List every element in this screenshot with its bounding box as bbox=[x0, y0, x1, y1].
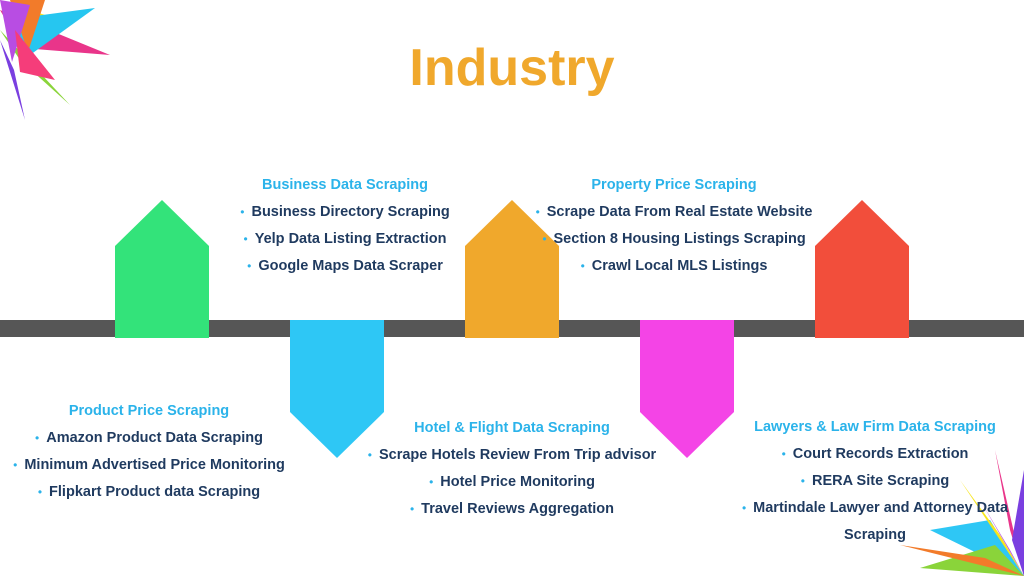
bullet-icon: • bbox=[247, 259, 252, 273]
list-item: •Scrape Data From Real Estate Website bbox=[535, 204, 813, 220]
bullet-icon: • bbox=[741, 501, 747, 515]
list-item: •Crawl Local MLS Listings bbox=[580, 258, 768, 274]
orange-arrow-shape bbox=[465, 200, 559, 338]
list-item-continuation: Scraping bbox=[843, 527, 907, 543]
product-price-section: Product Price Scraping •Amazon Product D… bbox=[0, 398, 298, 506]
bullet-icon: • bbox=[409, 502, 415, 516]
list-item: •Minimum Advertised Price Monitoring bbox=[13, 457, 285, 473]
section-heading: Lawyers & Law Firm Data Scraping bbox=[754, 419, 996, 435]
list-item: •Court Records Extraction bbox=[781, 446, 969, 462]
bullet-icon: • bbox=[429, 475, 434, 489]
bullet-icon: • bbox=[535, 205, 540, 219]
section-heading: Business Data Scraping bbox=[262, 177, 428, 193]
decorative-burst-top-left bbox=[0, 0, 110, 120]
bullet-icon: • bbox=[35, 431, 40, 445]
list-item: •Flipkart Product data Scraping bbox=[37, 484, 261, 500]
red-arrow-shape bbox=[815, 200, 909, 338]
cyan-arrow-shape bbox=[290, 320, 384, 458]
hotel-flight-section: Hotel & Flight Data Scraping •Scrape Hot… bbox=[352, 415, 672, 523]
section-heading: Property Price Scraping bbox=[591, 177, 757, 193]
list-item: •Hotel Price Monitoring bbox=[429, 474, 595, 490]
bullet-icon: • bbox=[800, 474, 805, 488]
bullet-icon: • bbox=[781, 447, 786, 461]
list-item: •Scrape Hotels Review From Trip advisor bbox=[367, 447, 657, 463]
list-item: •Google Maps Data Scraper bbox=[247, 258, 443, 274]
bullet-icon: • bbox=[13, 458, 18, 472]
bullet-icon: • bbox=[240, 205, 245, 219]
bullet-icon: • bbox=[367, 448, 372, 462]
section-heading: Hotel & Flight Data Scraping bbox=[414, 420, 610, 436]
bullet-icon: • bbox=[580, 259, 585, 273]
magenta-arrow-shape bbox=[640, 320, 734, 458]
decorative-burst-bottom-right bbox=[900, 450, 1024, 576]
list-item: •Business Directory Scraping bbox=[240, 204, 450, 220]
bullet-icon: • bbox=[37, 485, 43, 499]
business-data-section: Business Data Scraping •Business Directo… bbox=[215, 172, 475, 280]
bullet-icon: • bbox=[542, 232, 547, 246]
list-item: •RERA Site Scraping bbox=[800, 473, 950, 489]
property-price-section: Property Price Scraping •Scrape Data Fro… bbox=[518, 172, 830, 280]
page-title: Industry bbox=[409, 39, 615, 97]
list-item: •Martindale Lawyer and Attorney Data bbox=[741, 500, 1009, 516]
list-item: •Section 8 Housing Listings Scraping bbox=[542, 231, 806, 247]
section-heading: Product Price Scraping bbox=[68, 403, 230, 419]
bullet-icon: • bbox=[243, 232, 248, 246]
green-arrow-shape bbox=[115, 200, 209, 338]
list-item: •Travel Reviews Aggregation bbox=[409, 501, 615, 517]
list-item: •Amazon Product Data Scraping bbox=[35, 430, 263, 446]
list-item: •Yelp Data Listing Extraction bbox=[243, 231, 447, 247]
lawyers-section: Lawyers & Law Firm Data Scraping •Court … bbox=[730, 414, 1020, 549]
